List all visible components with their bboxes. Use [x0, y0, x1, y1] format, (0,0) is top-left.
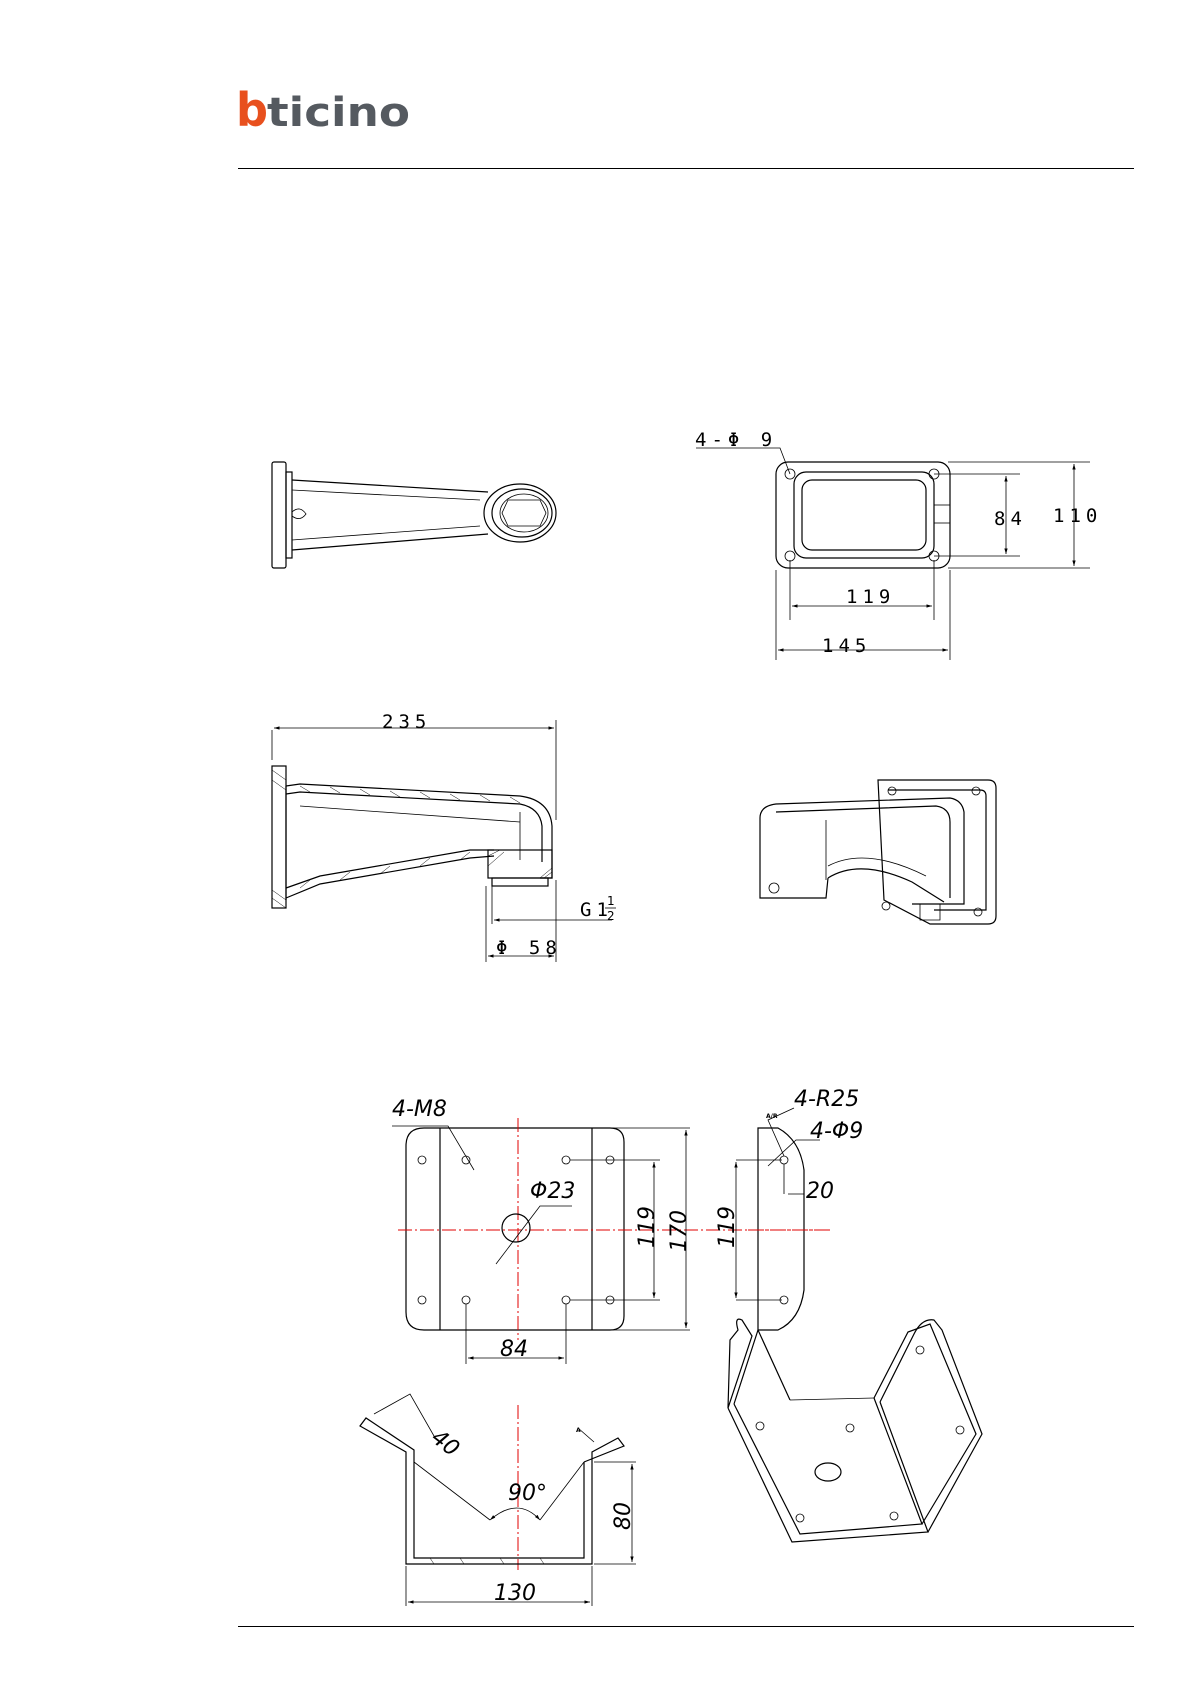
arm-length-235: 235: [382, 711, 431, 733]
adapter-isometric-view: [728, 1319, 982, 1542]
adapter-holes: 4-Φ9: [810, 1119, 863, 1144]
arm-section-view: [272, 720, 612, 962]
outlet-diameter: Φ 58: [496, 937, 562, 959]
flange-holes-label: 4-Φ 9: [695, 429, 777, 451]
thread-numerator: 1: [607, 894, 615, 908]
footer-rule: [238, 1626, 1134, 1627]
adapter-width-84: 84: [500, 1337, 528, 1362]
adapter-depth-80: 80: [611, 1502, 636, 1530]
adapter-center-hole: Φ23: [530, 1179, 575, 1204]
adapter-height-119b: 119: [715, 1206, 740, 1248]
adapter-offset-20: 20: [806, 1179, 834, 1204]
adapter-u-profile-view: [360, 1394, 636, 1606]
flange-height-84: 84: [994, 508, 1027, 530]
flange-height-110: 110: [1053, 505, 1102, 527]
adapter-height-119a: 119: [635, 1206, 660, 1248]
adapter-tapped-holes: 4-M8: [392, 1097, 447, 1122]
adapter-angle-90: 90°: [508, 1481, 547, 1506]
adapter-note-a: A: [576, 1427, 581, 1434]
arm-top-view: [272, 462, 556, 568]
arm-isometric-view: [760, 780, 996, 924]
adapter-note-ar: A/R: [766, 1113, 778, 1120]
adapter-plate-front-view: [392, 1118, 830, 1364]
thread-denominator: 2: [607, 909, 615, 923]
adapter-radius: 4-R25: [794, 1087, 859, 1112]
flange-front-view: [696, 448, 1090, 660]
adapter-width-130: 130: [494, 1581, 536, 1606]
flange-width-119: 119: [846, 586, 895, 608]
adapter-height-170: 170: [667, 1210, 692, 1252]
flange-width-145: 145: [822, 635, 871, 657]
adapter-flange-40: 40: [426, 1425, 463, 1462]
